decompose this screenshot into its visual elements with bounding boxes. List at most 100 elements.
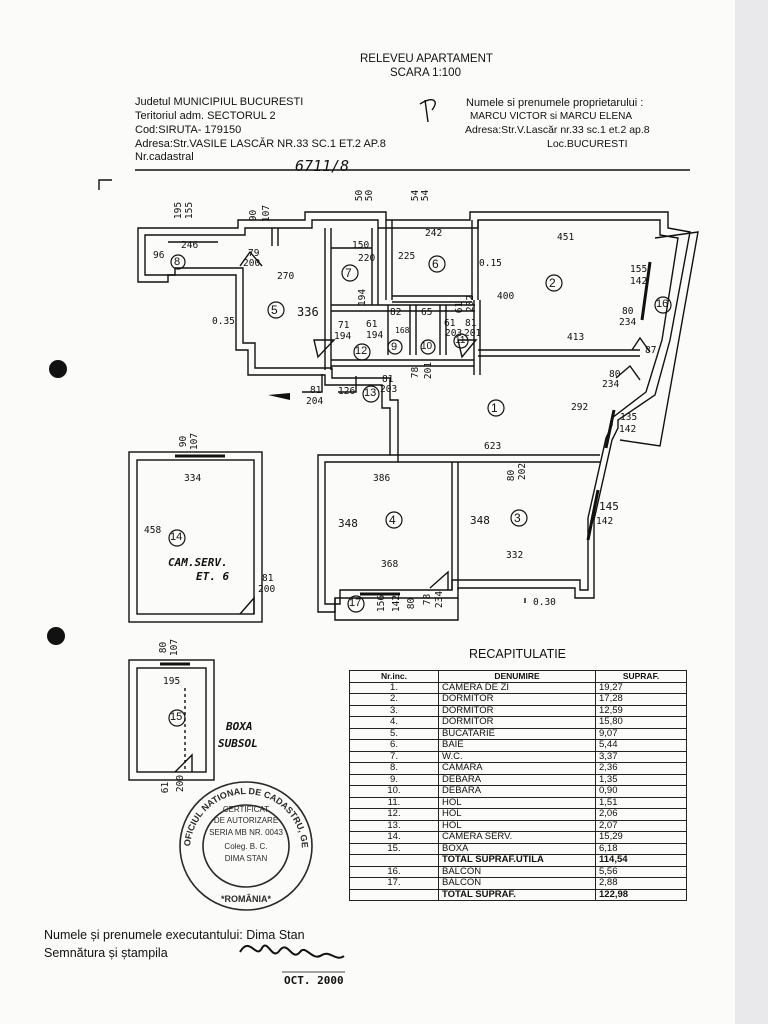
dim-label: 150 [352, 240, 370, 251]
document-scale: SCARA 1:100 [390, 67, 461, 79]
room-number-8: 8 [174, 256, 181, 268]
room-label-boxa: BOXA [226, 720, 253, 733]
column-header: DENUMIRE [438, 670, 596, 683]
recap-title: RECAPITULATIE [469, 647, 567, 661]
dim-label: 135 [620, 412, 638, 423]
dim-label: 201 [464, 328, 482, 339]
table-cell-denumire: DEBARA [438, 785, 596, 798]
room-number-7: 7 [345, 266, 352, 280]
entrance-arrow-icon [268, 393, 290, 400]
dim-label: 71 [338, 320, 350, 331]
table-cell-supraf: 9,07 [595, 727, 687, 740]
dim-label: 194 [334, 331, 352, 342]
dim-label: 270 [277, 271, 295, 282]
dim-label: 80 [609, 369, 621, 380]
table-cell-supraf: 5,56 [595, 865, 687, 878]
judet-line: Judetul MUNICIPIUL BUCURESTI [135, 96, 304, 108]
dim-label: 80 [622, 306, 634, 317]
table-cell-denumire: CAMERA SERV. [438, 831, 596, 844]
dim-label: 386 [373, 473, 391, 484]
date-handwritten: OCT. 2000 [284, 974, 344, 987]
document-title: RELEVEU APARTAMENT [360, 53, 493, 65]
owner-names: MARCU VICTOR si MARCU ELENA [470, 111, 633, 122]
dim-label: 61 [366, 319, 378, 330]
table-cell-nr: 8. [349, 762, 439, 775]
table-cell-supraf: 1,35 [595, 773, 687, 786]
table-cell-supraf: 1,51 [595, 796, 687, 809]
room-label-et6: ET. 6 [196, 570, 230, 583]
teritoriul-line: Teritoriul adm. SECTORUL 2 [135, 110, 276, 122]
address-line: Adresa:Str.VASILE LASCĂR NR.33 SC.1 ET.2… [135, 138, 386, 150]
room-number-5: 5 [271, 303, 278, 317]
dim-label: 65 [421, 307, 433, 318]
room-number-6: 6 [432, 257, 439, 271]
dim-label: 87 [645, 345, 657, 356]
dim-label: 81 [382, 374, 394, 385]
table-cell-nr: 4. [349, 716, 439, 729]
table-cell-supraf: 15,29 [595, 831, 687, 844]
table-header-row: Nr.inc. DENUMIRE SUPRAF. [349, 670, 687, 683]
room-number-16: 16 [656, 298, 669, 310]
table-cell-denumire: BALCON [438, 865, 596, 878]
table-cell-supraf: 6,18 [595, 842, 687, 855]
room-number-14: 14 [170, 531, 183, 543]
dim-label: 348 [338, 517, 358, 530]
column-header: Nr.inc. [349, 670, 439, 683]
table-row: 7.W.C.3,37 [349, 750, 687, 763]
punch-hole-bottom [47, 627, 65, 645]
stamp-line-2: DE AUTORIZARE [214, 816, 278, 825]
owner-address: Adresa:Str.V.Lascăr nr.33 sc.1 et.2 ap.8 [465, 124, 650, 136]
dim-label: 348 [470, 514, 490, 527]
dim-label: 0.30 [533, 597, 556, 608]
room-number-15: 15 [170, 711, 183, 723]
dim-label: 195 [163, 676, 181, 687]
dim-label: 623 [484, 441, 502, 452]
dim-label: 368 [381, 559, 399, 570]
table-cell-denumire: CAMERA DE ZI [438, 681, 596, 694]
dim-label: 142 [619, 424, 637, 435]
table-cell-supraf: 19,27 [595, 681, 687, 694]
room-number-13: 13 [364, 387, 377, 399]
table-cell-nr: 6. [349, 739, 439, 752]
dim-label: 334 [184, 473, 202, 484]
room-number-1: 1 [491, 401, 498, 415]
table-cell-nr: 1. [349, 681, 439, 694]
dim-label: 203 [445, 328, 463, 339]
stamp-line-4: Coleg. B. C. [224, 842, 267, 851]
table-cell-supraf: 2,07 [595, 819, 687, 832]
dim-label: 336 [297, 305, 319, 319]
dim-label: 413 [567, 332, 585, 343]
dim-label: 126 [338, 386, 356, 397]
room-number-11: 11 [455, 335, 466, 346]
punch-hole-top [49, 360, 67, 378]
table-cell-nr: 14. [349, 831, 439, 844]
table-cell-supraf: 3,37 [595, 750, 687, 763]
dim-label: 225 [398, 251, 416, 262]
page-edge-background [735, 0, 768, 1024]
dim-label: 79 [248, 248, 260, 259]
table-cell-nr: 10. [349, 785, 439, 798]
room-number-10: 10 [421, 341, 433, 352]
dim-label: 145 [599, 500, 619, 513]
stamp-line-1: CERTIFICAT [223, 805, 269, 814]
dim-label: 203 [380, 384, 398, 395]
dim-label: 0.15 [479, 258, 502, 269]
dim-label: 0.35 [212, 316, 235, 327]
stamp-line-5: DIMA STAN [225, 854, 268, 863]
dim-label: 200 [243, 258, 261, 269]
column-header: SUPRAF. [595, 670, 687, 683]
table-cell-nr: 15. [349, 842, 439, 855]
table-total-row: TOTAL SUPRAF.122,98 [349, 888, 687, 901]
